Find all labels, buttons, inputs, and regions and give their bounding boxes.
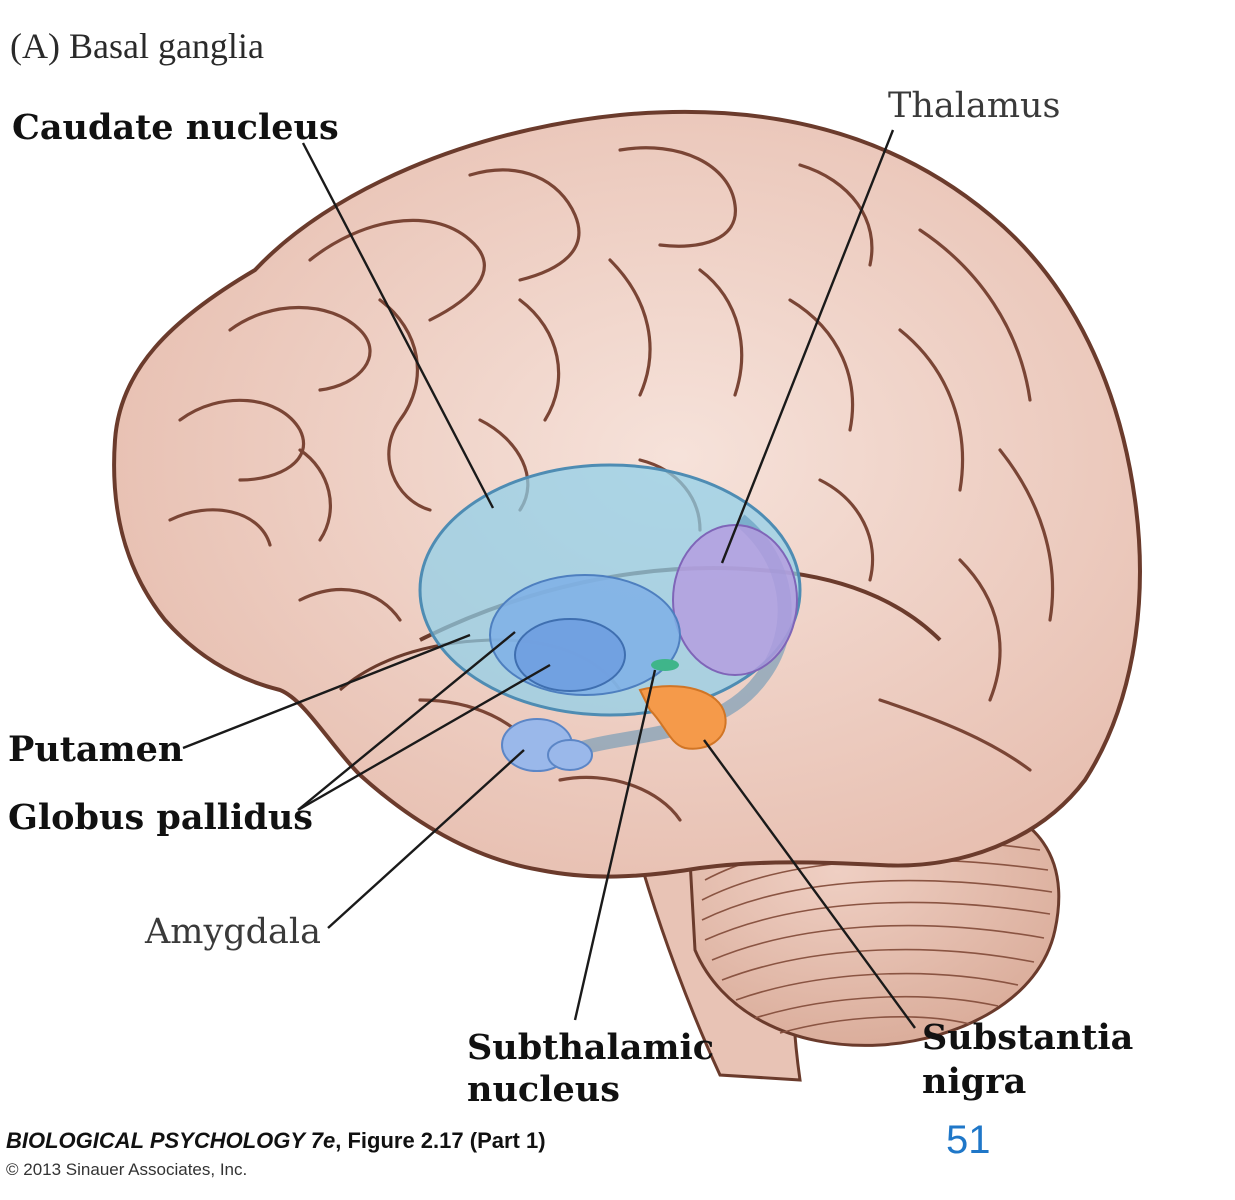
label-subthalamic-line2: nucleus (467, 1069, 620, 1110)
figure-reference: , Figure 2.17 (Part 1) (335, 1128, 546, 1153)
globus-pallidus-shape (514, 618, 626, 692)
subthalamic-leader (573, 669, 657, 1021)
sulci (168, 146, 1055, 822)
substantia-nigra-shape (638, 685, 727, 750)
basal-ganglia-structures (418, 463, 802, 772)
putamen-leader (182, 633, 471, 750)
caudate-leader (301, 142, 495, 509)
copyright-notice: © 2013 Sinauer Associates, Inc. (6, 1160, 248, 1179)
label-amygdala: Amygdala (145, 912, 321, 952)
label-subthalamic-line1: Subthalamic (467, 1027, 715, 1068)
globus-leader-1 (297, 631, 516, 811)
book-title: BIOLOGICAL PSYCHOLOGY 7e (6, 1128, 336, 1153)
amygdala-leader (327, 749, 525, 929)
label-caudate-nucleus: Caudate nucleus (12, 107, 339, 148)
subthalamic-shape (651, 659, 679, 671)
thalamus-shape (672, 524, 798, 676)
page-number: 51 (946, 1118, 991, 1162)
panel-title: (A) Basal ganglia (10, 26, 264, 66)
label-thalamus: Thalamus (888, 86, 1061, 126)
label-substantia-line1: Substantia (922, 1017, 1134, 1058)
substantia-leader (703, 739, 916, 1029)
globus-leader-2 (297, 663, 551, 812)
thalamus-leader (720, 129, 895, 564)
label-substantia-line2: nigra (922, 1061, 1027, 1102)
figure-caption: BIOLOGICAL PSYCHOLOGY 7e, Figure 2.17 (P… (6, 1128, 546, 1154)
leader-lines (182, 129, 916, 1029)
label-globus-pallidus: Globus pallidus (8, 797, 314, 838)
label-putamen: Putamen (8, 729, 184, 770)
amygdala-tail (547, 739, 593, 771)
